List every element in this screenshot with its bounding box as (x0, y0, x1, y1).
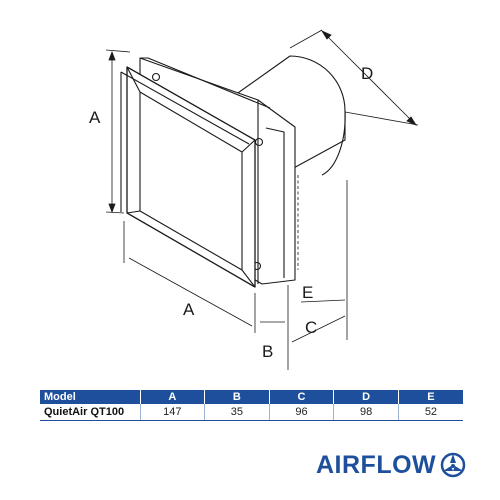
header-b: B (204, 390, 270, 404)
header-a: A (140, 390, 206, 404)
header-d: D (333, 390, 399, 404)
fan-dimension-drawing: A A B C D E (89, 29, 419, 370)
screw-hole-top-left (151, 72, 161, 82)
dimension-label-c: C (305, 318, 317, 337)
header-model: Model (40, 390, 141, 404)
cell-b: 35 (204, 404, 270, 421)
cell-model: QuietAir QT100 (40, 404, 141, 421)
brand-logo: AIRFLOW (316, 450, 466, 480)
dimension-label-e: E (302, 283, 313, 302)
cell-e: 52 (398, 404, 463, 421)
header-c: C (269, 390, 335, 404)
airflow-swirl-logo-icon (440, 452, 466, 478)
table-header-row: Model A B C D E (40, 390, 463, 404)
cell-a: 147 (140, 404, 206, 421)
dimensions-table: Model A B C D E QuietAir QT100 147 35 96… (40, 390, 463, 421)
dimension-label-d: D (361, 64, 373, 83)
dimension-label-a-horizontal: A (183, 300, 195, 319)
header-e: E (398, 390, 463, 404)
brand-name: AIRFLOW (316, 450, 437, 479)
table-row: QuietAir QT100 147 35 96 98 52 (40, 404, 463, 421)
front-fascia (120, 66, 256, 288)
dimension-label-b: B (262, 342, 273, 361)
cell-d: 98 (333, 404, 399, 421)
cell-c: 96 (269, 404, 335, 421)
dimension-label-a-vertical: A (89, 108, 101, 127)
